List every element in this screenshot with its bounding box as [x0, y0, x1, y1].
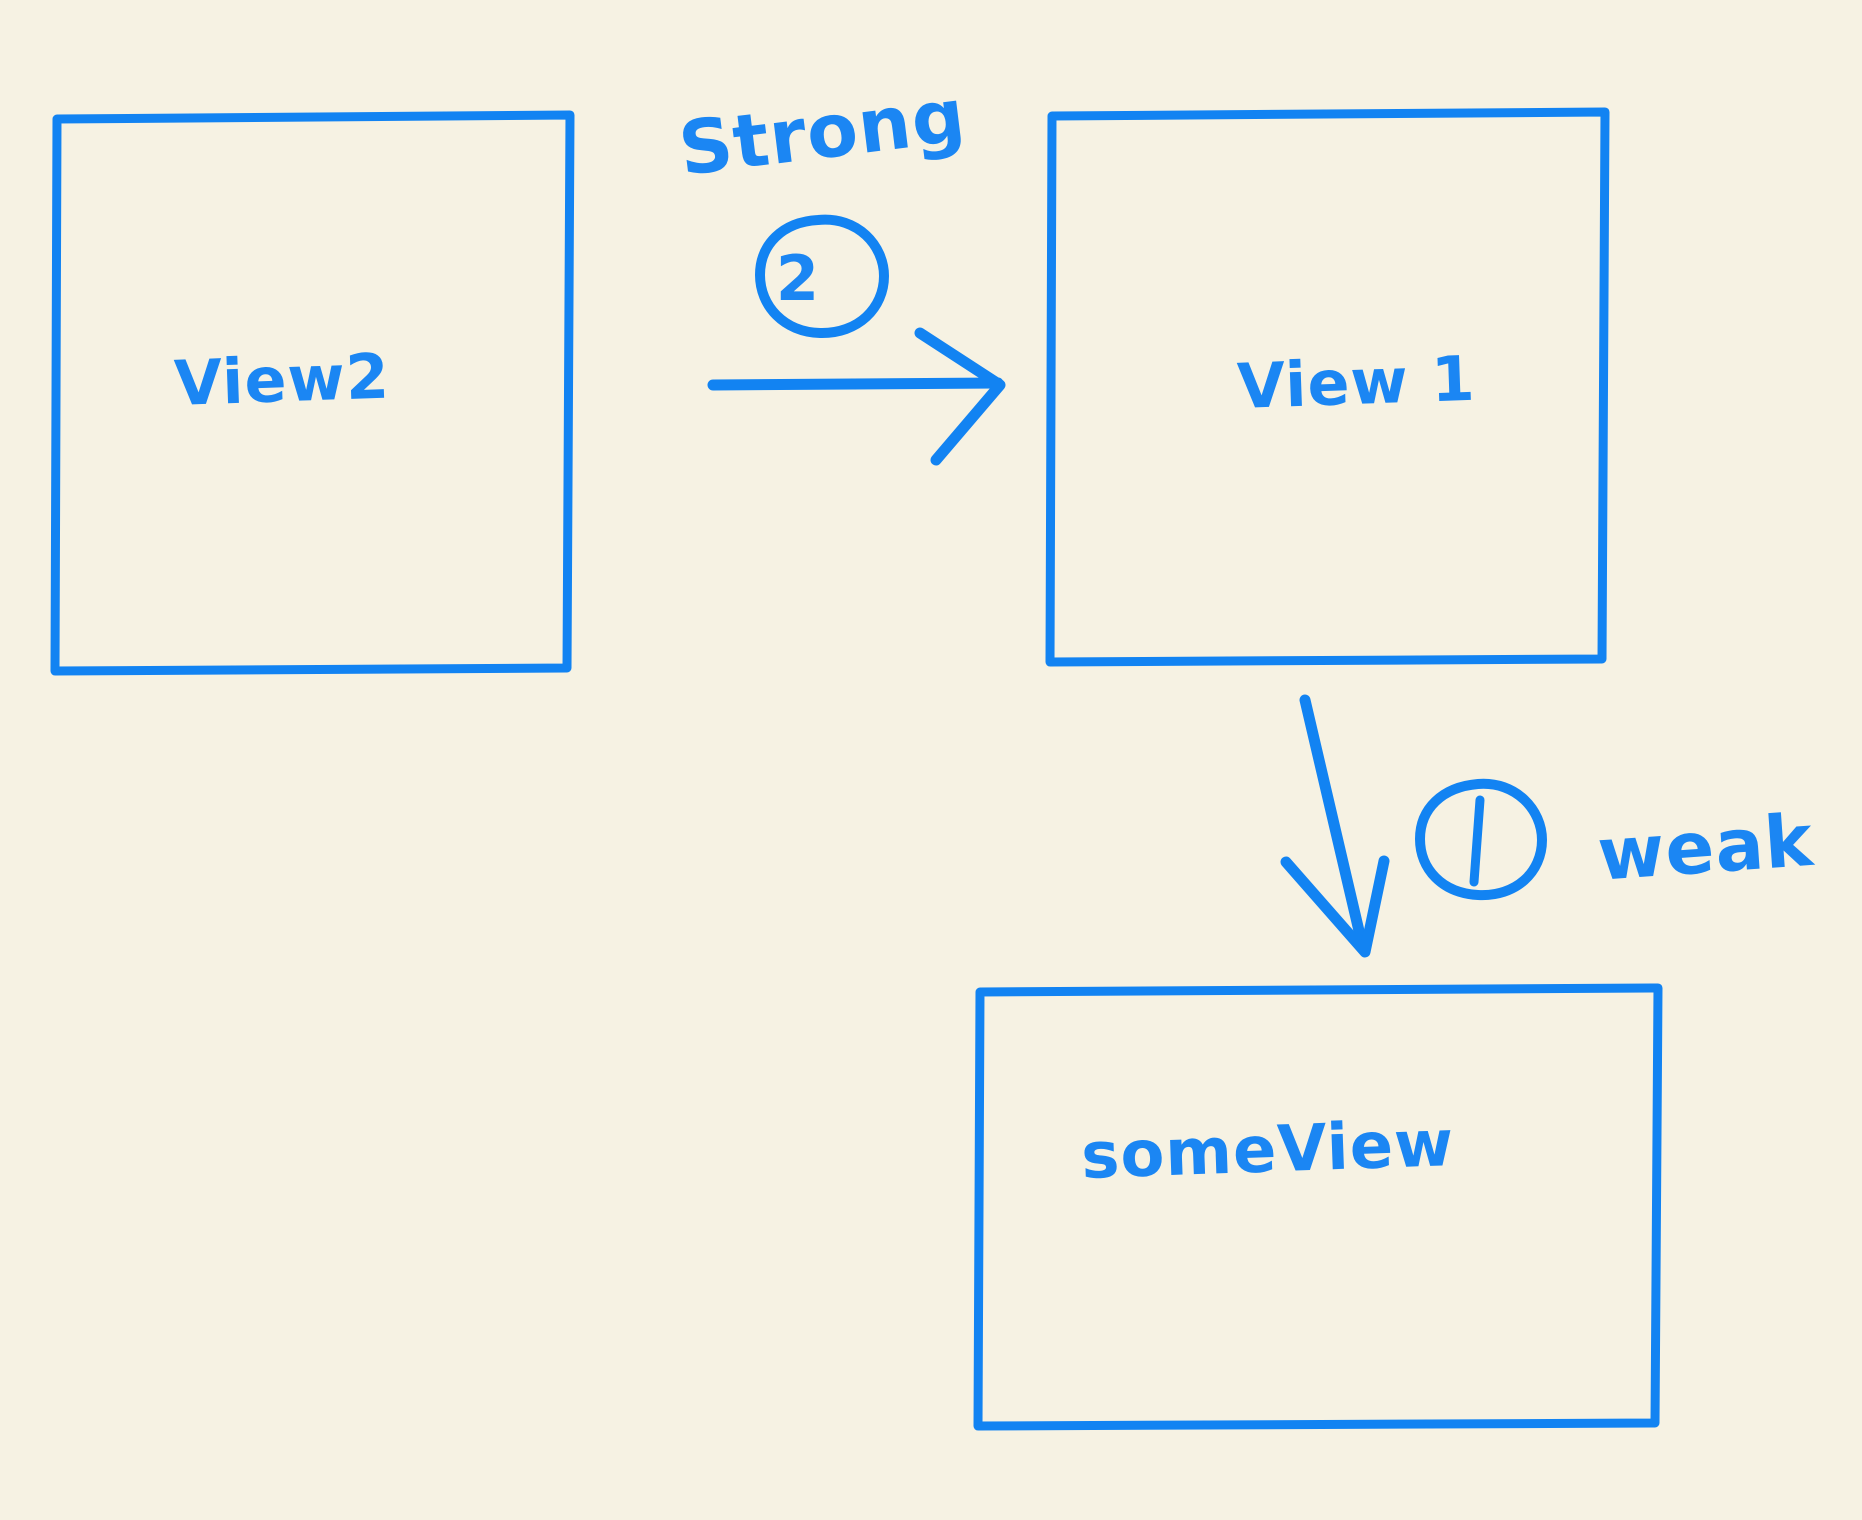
- edge-view1-to-someview[interactable]: [1280, 694, 1390, 958]
- marker-one-glyph: [1469, 795, 1485, 887]
- edge-arrowhead-down: [1280, 855, 1390, 958]
- edge-arrow-shaft-vertical: [1299, 694, 1369, 954]
- node-view1[interactable]: View 1: [1045, 107, 1610, 667]
- edge-arrowhead-right: [914, 327, 1006, 466]
- edge-label-strong: Strong: [674, 72, 970, 192]
- weak-label-text: weak: [1595, 798, 1817, 897]
- marker-two-glyph: 2: [776, 242, 820, 315]
- edge-arrow-shaft-horizontal: [707, 377, 1004, 391]
- marker-circled-two: 2: [755, 214, 889, 339]
- node-someview[interactable]: someView: [973, 983, 1663, 1431]
- view2-box-outline: [50, 110, 575, 676]
- edge-view2-to-view1[interactable]: [707, 327, 1006, 466]
- view1-box-outline: [1045, 107, 1610, 667]
- view1-label: View 1: [1236, 342, 1477, 423]
- edge-label-weak: weak: [1595, 798, 1817, 897]
- view2-label: View2: [173, 340, 391, 420]
- someview-label: someView: [1080, 1107, 1455, 1194]
- marker-two-circle: [755, 214, 889, 339]
- strong-label-text: Strong: [674, 72, 970, 192]
- node-view2[interactable]: View2: [50, 110, 575, 676]
- marker-circled-one: [1415, 778, 1547, 901]
- marker-one-circle: [1415, 778, 1547, 901]
- someview-box-outline: [973, 983, 1663, 1431]
